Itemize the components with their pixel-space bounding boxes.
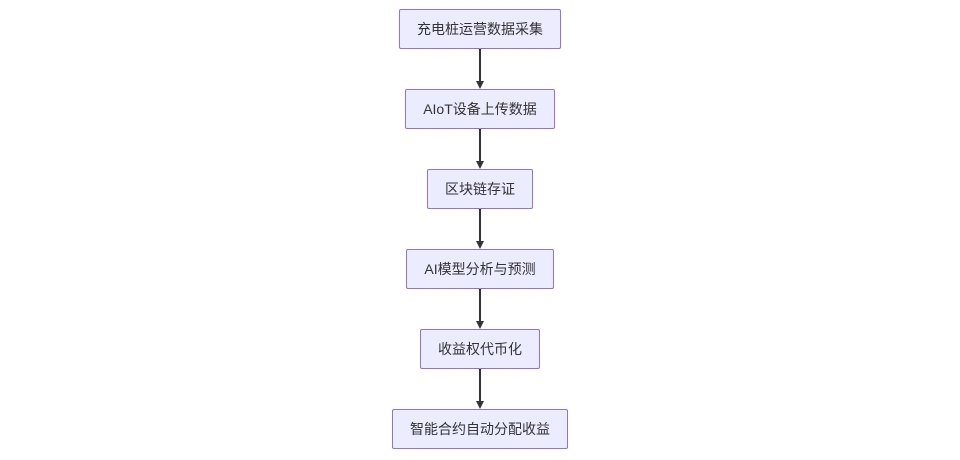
- flow-node-ai-analysis-prediction: AI模型分析与预测: [406, 249, 554, 289]
- flow-node-charging-data-collection: 充电桩运营数据采集: [399, 9, 561, 49]
- arrow-down-1: [476, 49, 484, 89]
- flow-node-blockchain-evidence: 区块链存证: [427, 169, 533, 209]
- arrow-down-5: [476, 369, 484, 409]
- arrowhead-icon: [476, 81, 484, 89]
- flow-node-revenue-tokenization: 收益权代币化: [420, 329, 540, 369]
- arrow-line: [479, 369, 481, 402]
- arrow-line: [479, 209, 481, 242]
- flow-node-aiot-upload: AIoT设备上传数据: [405, 89, 555, 129]
- arrowhead-icon: [476, 161, 484, 169]
- arrow-line: [479, 129, 481, 162]
- arrow-line: [479, 49, 481, 82]
- flow-node-smart-contract-distribution: 智能合约自动分配收益: [392, 409, 568, 449]
- arrowhead-icon: [476, 401, 484, 409]
- arrow-down-3: [476, 209, 484, 249]
- arrowhead-icon: [476, 241, 484, 249]
- arrow-line: [479, 289, 481, 322]
- arrow-down-2: [476, 129, 484, 169]
- arrow-down-4: [476, 289, 484, 329]
- arrowhead-icon: [476, 321, 484, 329]
